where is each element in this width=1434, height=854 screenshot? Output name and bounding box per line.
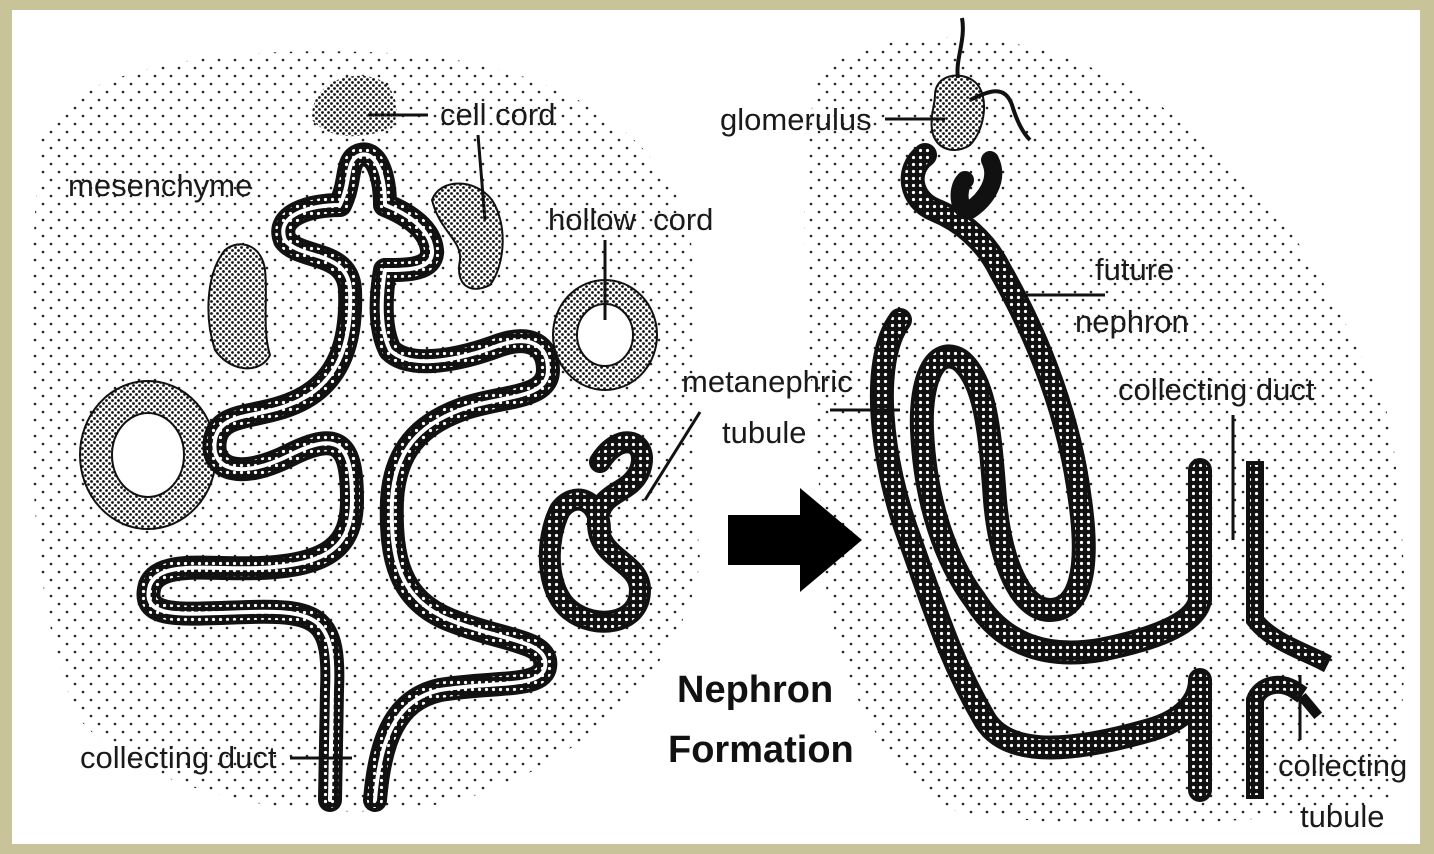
title-line-1: Nephron xyxy=(677,669,833,711)
label-cell-cord: cell cord xyxy=(440,97,555,132)
label-hollow-cord: hollow cord xyxy=(548,202,713,237)
label-glomerulus: glomerulus xyxy=(720,102,872,137)
label-collecting-duct-left: collecting duct xyxy=(80,740,277,775)
cell-mass-left xyxy=(208,244,270,368)
label-metanephric: metanephric xyxy=(682,364,853,399)
label-collecting: collecting xyxy=(1278,748,1407,783)
label-metanephric-tubule: tubule xyxy=(722,415,806,450)
label-collecting-tubule: tubule xyxy=(1300,799,1384,834)
label-collecting-duct-right: collecting duct xyxy=(1118,372,1315,407)
glomerulus-mass xyxy=(932,76,985,150)
label-future: future xyxy=(1095,252,1174,287)
label-nephron: nephron xyxy=(1075,304,1189,339)
title-line-2: Formation xyxy=(668,729,854,771)
label-mesenchyme: mesenchyme xyxy=(68,168,252,203)
